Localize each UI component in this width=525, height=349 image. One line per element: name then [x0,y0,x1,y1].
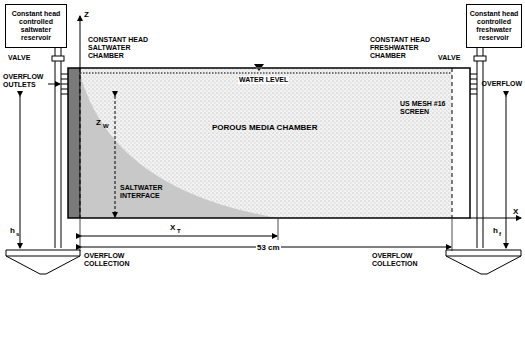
overflow-label: OVERFLOW [482,80,522,88]
outlet-label: OVERFLOW OUTLETS [3,73,47,89]
collection-label: OVERFLOW COLLECTION [84,252,154,268]
axis-label: X [513,207,518,216]
region-label: POROUS MEDIA CHAMBER [212,123,317,132]
dimension-label: 53 cm [256,243,281,252]
screen-label: US MESH #16 SCREEN [400,100,448,116]
reservoir-label: Constant head controlled saltwater reser… [6,8,66,44]
chamber-label: CONSTANT HEAD SALTWATER CHAMBER [88,36,160,60]
chamber-label: CONSTANT HEAD FRESHWATER CHAMBER [370,36,446,60]
reservoir-box: Constant head controlled saltwater reser… [5,4,67,48]
dimension-label: Z [96,118,101,127]
valve-label: VALVE [438,54,460,62]
collection-label: OVERFLOW COLLECTION [372,252,442,268]
water-level-label: WATER LEVEL [238,76,289,84]
dimension-label: h [492,226,499,235]
reservoir-label: Constant head controlled freshwater rese… [467,8,521,44]
axis-label: Z [84,10,89,19]
valve-label: VALVE [8,54,30,62]
dimension-label: h [9,226,16,235]
dimension-subscript: T [177,228,181,235]
interface-label: SALTWATER INTERFACE [120,184,180,200]
dimension-subscript: s [16,231,19,238]
reservoir-box: Constant head controlled freshwater rese… [466,4,522,48]
dimension-subscript: f [499,231,501,238]
dimension-subscript: W [103,123,109,130]
dimension-label: X [170,223,175,232]
